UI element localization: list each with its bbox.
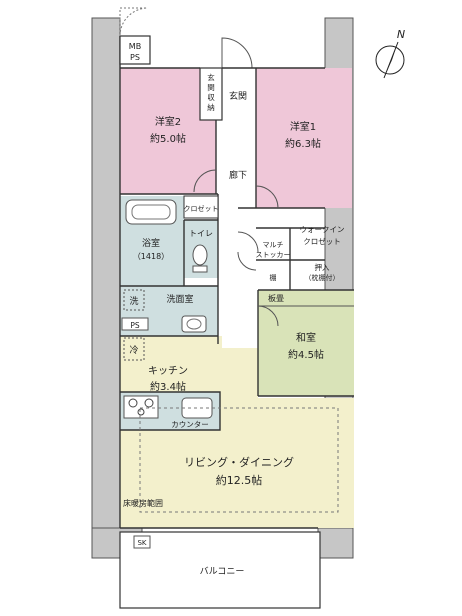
tana-label: 棚: [270, 273, 277, 282]
stocker-line1: マルチ: [263, 241, 284, 249]
walkin-line2: クロゼット: [303, 236, 341, 246]
toilet-icon: [192, 244, 208, 266]
genkan-label: 玄関: [229, 90, 247, 102]
japanese-size: 約4.5帖: [288, 348, 324, 361]
closet-label: クロゼット: [184, 204, 219, 213]
svg-text:玄: 玄: [207, 72, 215, 82]
compass-north-label: N: [397, 28, 405, 41]
itadatami-label: 板畳: [268, 293, 284, 303]
walkin-line1: ウォークイン: [300, 225, 345, 234]
sink-icon: [181, 315, 207, 333]
western1-size: 約6.3帖: [285, 137, 321, 150]
kitchen-floor: [120, 364, 220, 392]
floor-heating-label: 床暖房範囲: [123, 498, 163, 508]
living-name: リビング・ダイニング: [184, 455, 294, 469]
balcony-label: バルコニー: [200, 566, 245, 577]
fridge-icon: [123, 337, 145, 361]
hallway-label: 廊下: [229, 169, 247, 181]
wash-label: 洗: [129, 295, 138, 307]
western2-name: 洋室2: [155, 115, 181, 128]
western1-name: 洋室1: [290, 120, 316, 133]
stocker-line2: ストッカー: [256, 251, 291, 259]
fridge-label: 冷: [129, 344, 138, 356]
svg-text:収: 収: [207, 93, 215, 102]
living-size: 約12.5帖: [216, 473, 263, 487]
bottom-right-wall: [317, 527, 354, 559]
western2-size: 約5.0帖: [150, 132, 186, 145]
japanese-room: [258, 290, 354, 396]
toilet-label: トイレ: [189, 229, 213, 238]
washing-machine-space: [123, 289, 145, 311]
washroom-label: 洗面室: [166, 293, 193, 305]
sk-label: SK: [137, 539, 146, 547]
ps-washroom-label: PS: [130, 321, 140, 330]
balcony: [119, 531, 321, 609]
japanese-name: 和室: [296, 331, 316, 344]
bathtub-icon: [125, 199, 177, 225]
stove-icon: [123, 395, 159, 419]
floor-heating-range: [139, 407, 339, 513]
oshiire-line1: 押入: [315, 262, 330, 272]
bath-size: （1418）: [133, 252, 169, 261]
left-wall: [91, 17, 121, 545]
ps-label: PS: [130, 53, 140, 62]
oshiire-line2: （枕棚付）: [305, 273, 340, 282]
bath-name: 浴室: [142, 237, 160, 249]
mb-label: MB: [129, 42, 141, 51]
genkan-storage: [199, 67, 223, 121]
compass-icon: [375, 41, 405, 79]
svg-text:納: 納: [207, 102, 215, 112]
western-room-1: [256, 68, 352, 208]
kitchen-name: キッチン: [148, 365, 188, 377]
kitchen-size: 約3.4帖: [150, 380, 186, 393]
counter-label: カウンター: [171, 420, 209, 429]
svg-text:関: 関: [207, 83, 215, 92]
